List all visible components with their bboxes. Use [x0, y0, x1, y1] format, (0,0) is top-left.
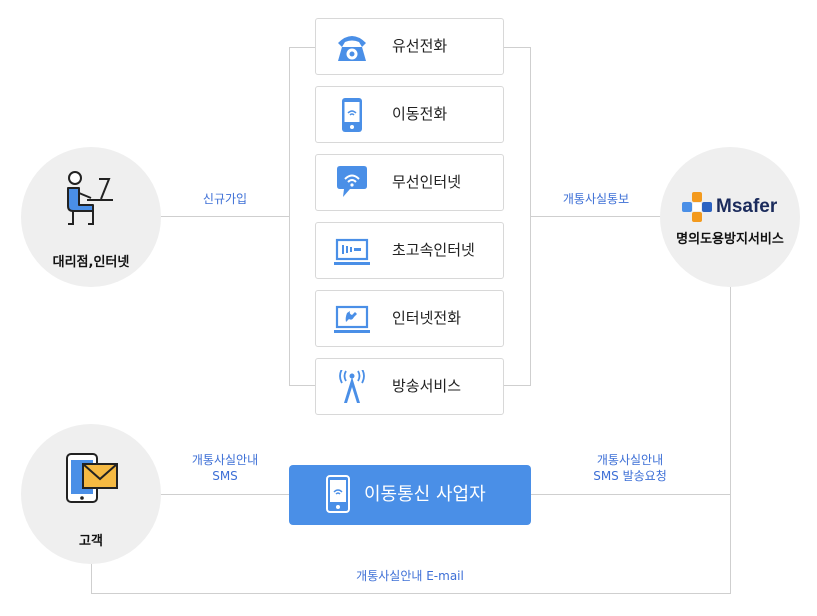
msafer-label: 명의도용방지서비스: [676, 232, 784, 247]
wireless-internet-icon: [337, 166, 367, 197]
connector-operator-to-customer: [160, 494, 289, 495]
service-label: 인터넷전화: [392, 309, 462, 327]
email-flow-label: 개통사실안내 E-mail: [356, 569, 464, 583]
service-broadcast: 방송서비스: [315, 358, 504, 415]
service-label: 방송서비스: [392, 377, 462, 395]
internet-phone-icon: [334, 305, 370, 333]
service-mobile-phone: 이동전화: [315, 86, 504, 143]
service-label: 유선전화: [392, 37, 448, 55]
left-bracket-top: [289, 47, 316, 48]
guide-sms-flow-label: 개통사실안내 SMS: [170, 452, 280, 484]
left-bracket-bottom: [289, 385, 316, 386]
right-bracket-bottom: [504, 385, 531, 386]
phone-icon: [338, 36, 366, 61]
customer-label: 고객: [79, 534, 103, 549]
mobile-operator-box: 이동통신 사업자: [289, 465, 531, 525]
service-wired-phone: 유선전화: [315, 18, 504, 75]
agency-node: 대리점,인터넷: [21, 147, 161, 287]
customer-down-line: [91, 563, 92, 593]
service-broadband: 초고속인터넷: [315, 222, 504, 279]
msafer-node: Msafer 명의도용방지서비스: [660, 147, 800, 287]
connector-bracket-to-msafer: [530, 216, 661, 217]
request-sms-line2: SMS 발송요청: [593, 469, 667, 483]
connector-agency-to-bracket: [160, 216, 290, 217]
signup-flow-label: 신규가입: [202, 192, 248, 206]
customer-node: 고객: [21, 424, 161, 564]
email-bottom-line: [91, 593, 731, 594]
service-internet-phone: 인터넷전화: [315, 290, 504, 347]
guide-sms-line2: SMS: [212, 469, 238, 483]
guide-sms-line1: 개통사실안내: [191, 453, 259, 467]
tablet-mail-icon: [66, 453, 118, 503]
mobile-phone-icon: [326, 475, 350, 513]
broadband-icon: [334, 238, 370, 265]
person-at-desk-icon: [67, 171, 113, 225]
request-sms-flow-label: 개통사실안내 SMS 발송요청: [575, 452, 685, 484]
service-label: 무선인터넷: [392, 173, 462, 191]
broadcast-tower-icon: [339, 370, 365, 403]
msafer-logo-icon: [682, 192, 712, 222]
msafer-logo-text: Msafer: [716, 196, 778, 217]
service-label: 초고속인터넷: [392, 241, 475, 259]
request-sms-line1: 개통사실안내: [596, 453, 664, 467]
service-label: 이동전화: [392, 105, 448, 123]
right-bracket-top: [504, 47, 531, 48]
msafer-down-line: [730, 285, 731, 593]
mobile-phone-icon: [342, 98, 362, 132]
service-wireless-internet: 무선인터넷: [315, 154, 504, 211]
agency-label: 대리점,인터넷: [52, 255, 130, 270]
mobile-operator-label: 이동통신 사업자: [364, 484, 486, 505]
left-bracket-vertical: [289, 47, 290, 386]
notify-flow-label: 개통사실통보: [562, 192, 630, 206]
connector-msafer-to-operator: [531, 494, 731, 495]
